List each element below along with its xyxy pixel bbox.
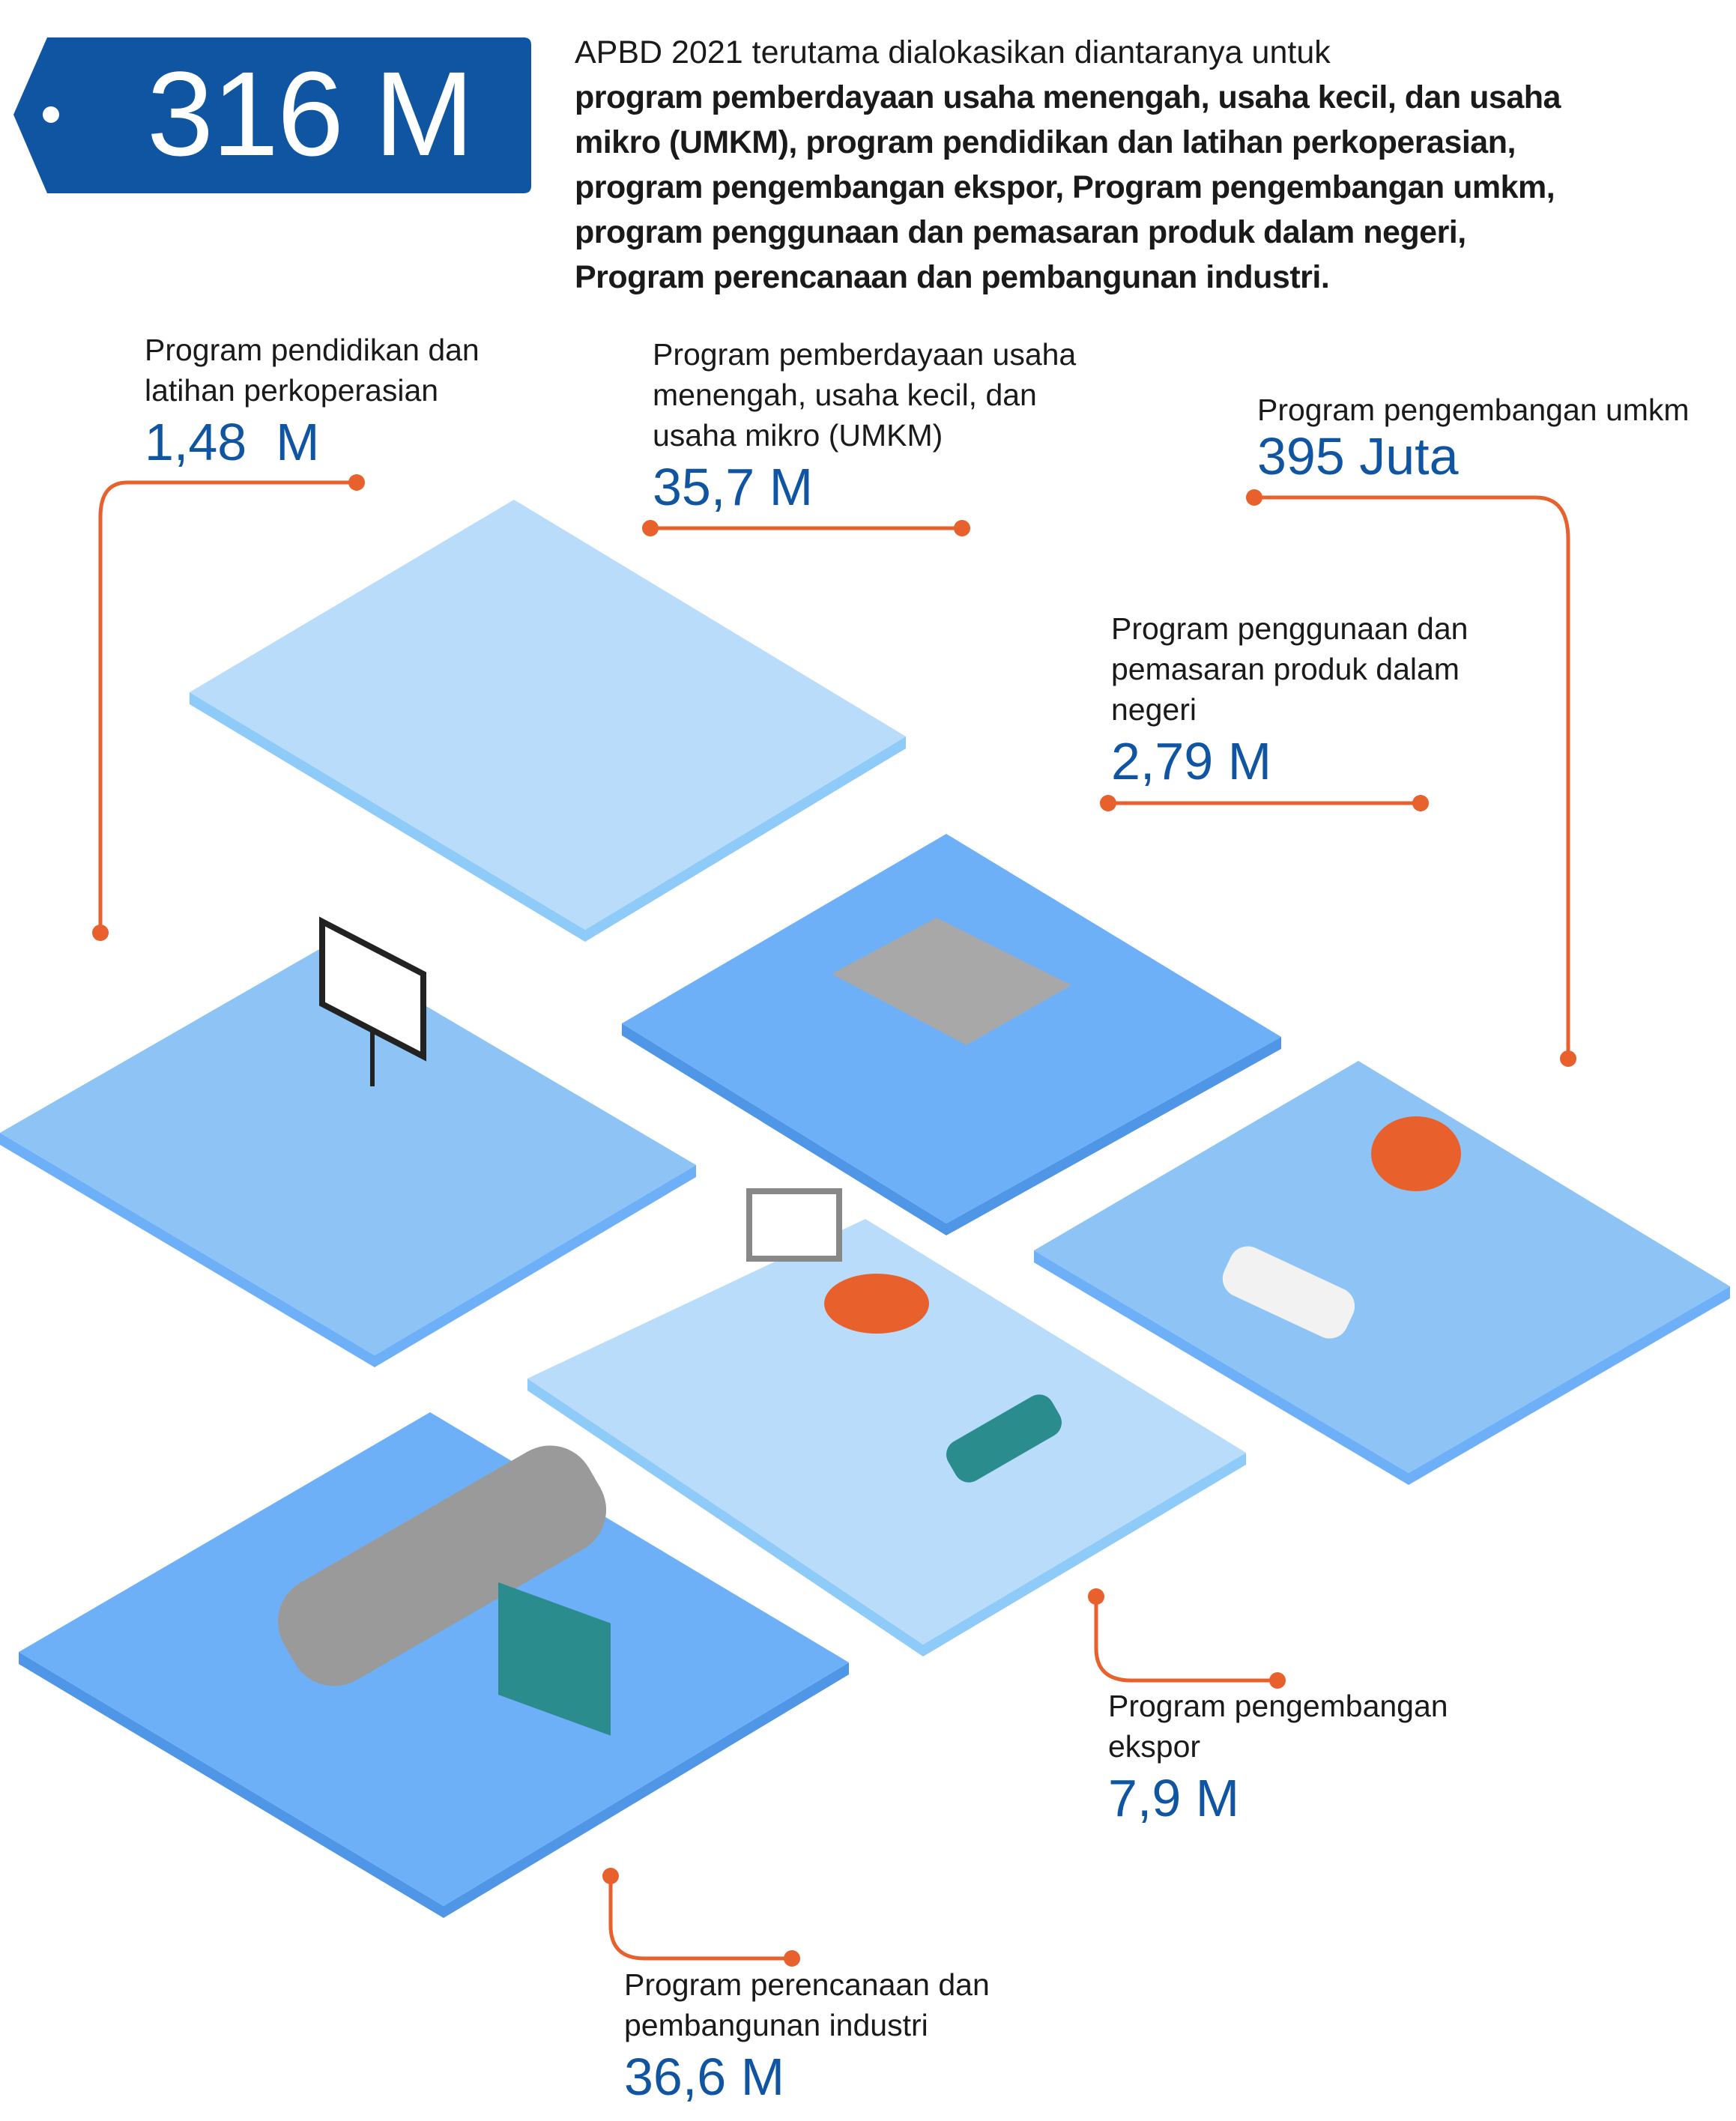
- program-value: 395 Juta: [1257, 427, 1459, 485]
- program-label: Program pendidikan dan: [145, 333, 480, 367]
- program-value: 1,48 M: [145, 413, 320, 471]
- program-export: Program pengembangan ekspor 7,9 M: [1108, 1686, 1448, 1830]
- program-domestic-products: Program penggunaan dan pemasaran produk …: [1111, 608, 1468, 793]
- leader-lines: [98, 480, 1570, 1961]
- program-label: Program pengembangan: [1108, 1689, 1448, 1723]
- price-tag-shape: [13, 37, 531, 193]
- program-label: pembangunan industri: [624, 2008, 928, 2042]
- program-label: latihan perkoperasian: [145, 373, 439, 408]
- program-value: 35,7 M: [653, 458, 813, 516]
- program-label: ekspor: [1108, 1729, 1201, 1764]
- leader-dots: [92, 474, 1576, 1967]
- program-label: menengah, usaha kecil, dan: [653, 378, 1037, 412]
- program-umkm-development: Program pengembangan umkm 395 Juta: [1257, 390, 1690, 482]
- program-umkm-empowerment: Program pemberdayaan usaha menengah, usa…: [653, 334, 1076, 518]
- program-label: usaha mikro (UMKM): [653, 418, 943, 453]
- total-budget-amount: 316 M: [147, 46, 474, 181]
- platform-center-right: [622, 834, 1281, 1235]
- program-koperasi: Program pendidikan dan latihan perkopera…: [145, 330, 480, 473]
- intro-lead: APBD 2021 terutama dialokasikan diantara…: [575, 34, 1331, 70]
- platform-bottom-left: [19, 1412, 849, 1918]
- program-value: 2,79 M: [1111, 732, 1271, 790]
- platform-top: [190, 500, 906, 942]
- program-label: Program pengembangan umkm: [1257, 393, 1690, 427]
- platform-right: [1034, 1061, 1730, 1485]
- intro-line: program pemberdayaan usaha menengah, usa…: [575, 79, 1561, 115]
- program-label: Program pemberdayaan usaha: [653, 337, 1077, 372]
- program-label: pemasaran produk dalam: [1111, 652, 1460, 686]
- intro-line: Program perencanaan dan pembangunan indu…: [575, 259, 1330, 295]
- intro-line: program pengembangan ekspor, Program pen…: [575, 169, 1555, 205]
- intro-text: APBD 2021 terutama dialokasikan diantara…: [575, 30, 1721, 300]
- program-value: 7,9 M: [1108, 1769, 1240, 1827]
- program-value: 36,6 M: [624, 2048, 784, 2106]
- tag-hole: [43, 106, 59, 123]
- platform-left: [0, 916, 696, 1367]
- program-label: Program penggunaan dan: [1111, 611, 1469, 646]
- program-label: Program perencanaan dan: [624, 1967, 990, 2002]
- platform-center-bottom: [527, 1188, 1246, 1656]
- intro-line: program penggunaan dan pemasaran produk …: [575, 214, 1466, 250]
- program-industry: Program perencanaan dan pembangunan indu…: [624, 1964, 990, 2108]
- program-label: negeri: [1111, 692, 1197, 727]
- intro-line: mikro (UMKM), program pendidikan dan lat…: [575, 124, 1516, 160]
